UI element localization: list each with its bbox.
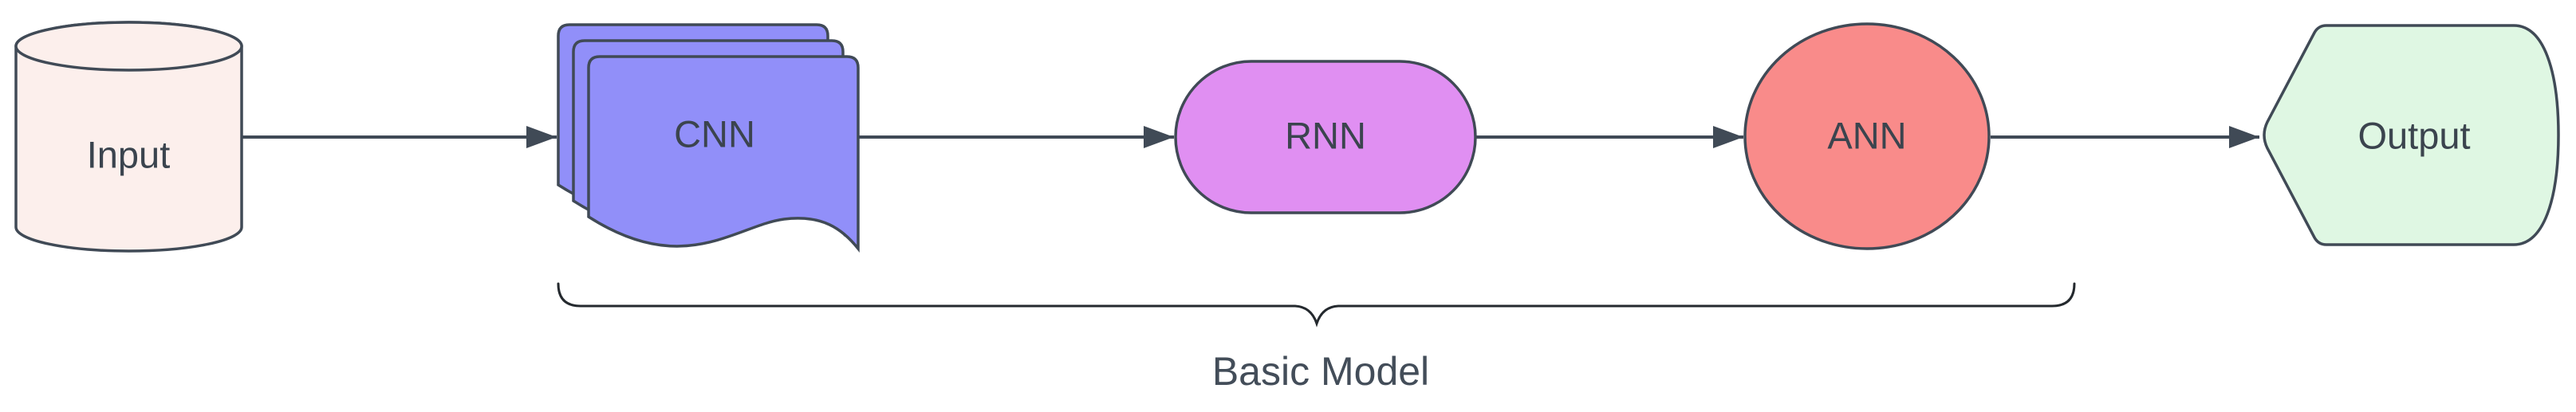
- output-node: Output: [2263, 24, 2560, 246]
- basic-model-label: Basic Model: [1212, 349, 1429, 394]
- output-label: Output: [2357, 115, 2470, 157]
- document-page-front: [587, 55, 860, 253]
- pill-shape: [1174, 60, 1477, 214]
- cnn-label: CNN: [674, 113, 755, 155]
- rnn-label: RNN: [1285, 115, 1366, 157]
- display-shape: [2263, 24, 2560, 246]
- cnn-node: CNN: [557, 23, 860, 253]
- curly-brace: [557, 282, 2076, 328]
- basic-model-annotation: Basic Model: [557, 282, 2076, 394]
- ann-node: ANN: [1743, 22, 1991, 250]
- input-label: Input: [87, 134, 171, 176]
- input-node: Input: [14, 21, 243, 253]
- rnn-node: RNN: [1174, 60, 1477, 214]
- circle-shape: [1743, 22, 1991, 250]
- cylinder-top-rim: [14, 21, 243, 72]
- ann-label: ANN: [1827, 115, 1906, 157]
